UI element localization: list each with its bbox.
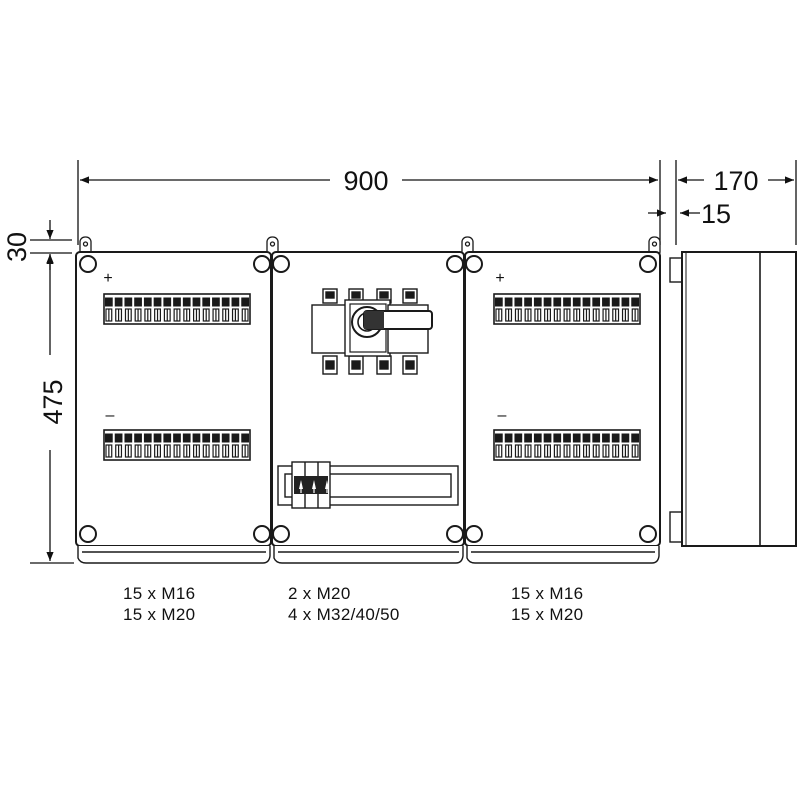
cable-entry-right: 15 x M16 15 x M20 <box>511 583 583 625</box>
cable-entry-left: 15 x M16 15 x M20 <box>123 583 195 625</box>
polarity-plus-left: + <box>103 270 112 287</box>
cable-entry-center-line2: 4 x M32/40/50 <box>288 605 400 624</box>
switch-terminal <box>402 288 418 375</box>
dimension-depth <box>675 160 797 245</box>
polarity-minus-right: – <box>498 407 507 424</box>
polarity-plus-right: + <box>495 270 504 287</box>
bottom-flanges <box>77 546 660 564</box>
switch-terminal <box>322 288 338 375</box>
dimension-height <box>30 255 74 564</box>
cable-entry-center: 2 x M20 4 x M32/40/50 <box>288 583 400 625</box>
dimension-depth-label: 170 <box>713 166 758 196</box>
dimension-top-offset-label: 30 <box>2 232 32 262</box>
terminal-strip-right-minus <box>493 429 641 461</box>
cable-entry-center-line1: 2 x M20 <box>288 584 351 603</box>
terminal-blocks <box>103 293 641 461</box>
switch-terminals <box>322 288 418 375</box>
dimension-width <box>77 160 661 245</box>
dimension-width-label: 900 <box>343 166 388 196</box>
terminal-strip-left-plus <box>103 293 251 325</box>
cable-entry-right-line1: 15 x M16 <box>511 584 584 603</box>
cable-entry-left-line2: 15 x M20 <box>123 605 196 624</box>
enclosure-front <box>75 236 661 564</box>
main-switch <box>311 288 433 375</box>
cable-entry-left-line1: 15 x M16 <box>123 584 196 603</box>
cable-entry-right-line2: 15 x M20 <box>511 605 584 624</box>
corner-screws <box>79 255 657 543</box>
switch-terminal <box>376 288 392 375</box>
terminal-strip-left-minus <box>103 429 251 461</box>
dimension-wall-label: 15 <box>701 199 731 229</box>
enclosure-side-view <box>669 251 797 547</box>
dimension-top-offset <box>30 220 72 270</box>
dimension-height-label: 475 <box>38 379 68 424</box>
polarity-minus-left: – <box>106 407 115 424</box>
din-rail <box>277 461 459 509</box>
terminal-strip-right-plus <box>493 293 641 325</box>
